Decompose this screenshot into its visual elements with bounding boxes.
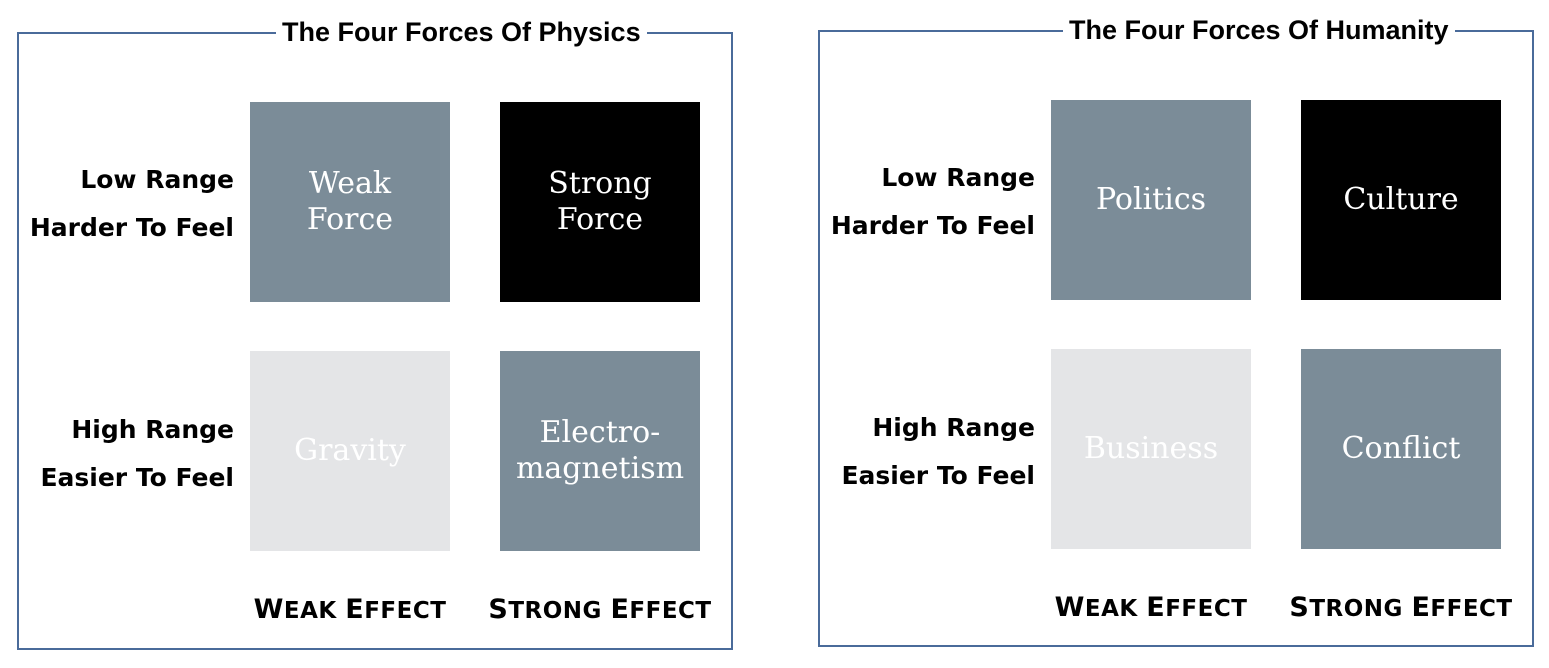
cell-weak-force: Weak Force [250, 102, 450, 302]
cell-business: Business [1051, 349, 1251, 549]
col-label-weak-effect: WEAK EFFECT [1054, 592, 1248, 623]
panel-title: The Four Forces Of Physics [276, 16, 647, 48]
cell-label: Weak Force [306, 166, 394, 237]
row-label-low-range: Low Range Harder To Feel [30, 156, 234, 252]
cell-label: Gravity [294, 433, 406, 468]
cell-culture: Culture [1301, 100, 1501, 300]
row-label-line1: High Range [71, 415, 234, 444]
cell-gravity: Gravity [250, 351, 450, 551]
cell-label: Conflict [1341, 431, 1461, 466]
cell-label: Business [1083, 431, 1219, 466]
cell-conflict: Conflict [1301, 349, 1501, 549]
physics-panel: The Four Forces Of Physics Low Range Har… [17, 16, 733, 650]
cell-label: Culture [1343, 182, 1459, 217]
row-label-high-range: High Range Easier To Feel [40, 406, 234, 502]
col-label-weak-effect: WEAK EFFECT [253, 594, 447, 625]
cell-electromagnetism: Electro- magnetism [500, 351, 700, 551]
row-label-line2: Harder To Feel [29, 213, 234, 242]
row-label-line2: Easier To Feel [841, 461, 1035, 490]
row-label-high-range: High Range Easier To Feel [841, 404, 1035, 500]
cell-strong-force: Strong Force [500, 102, 700, 302]
col-label-strong-effect: STRONG EFFECT [488, 594, 712, 625]
row-label-line1: High Range [872, 413, 1035, 442]
cell-label: Electro- magnetism [515, 415, 685, 486]
row-label-line1: Low Range [881, 163, 1035, 192]
cell-label: Strong Force [548, 166, 652, 237]
cell-label: Politics [1095, 182, 1207, 217]
cell-politics: Politics [1051, 100, 1251, 300]
row-label-low-range: Low Range Harder To Feel [831, 154, 1035, 250]
row-label-line2: Harder To Feel [830, 211, 1035, 240]
row-label-line2: Easier To Feel [40, 463, 234, 492]
row-label-line1: Low Range [80, 165, 234, 194]
panel-title: The Four Forces Of Humanity [1063, 14, 1455, 46]
col-label-strong-effect: STRONG EFFECT [1289, 592, 1513, 623]
humanity-panel: The Four Forces Of Humanity Low Range Ha… [818, 14, 1534, 647]
